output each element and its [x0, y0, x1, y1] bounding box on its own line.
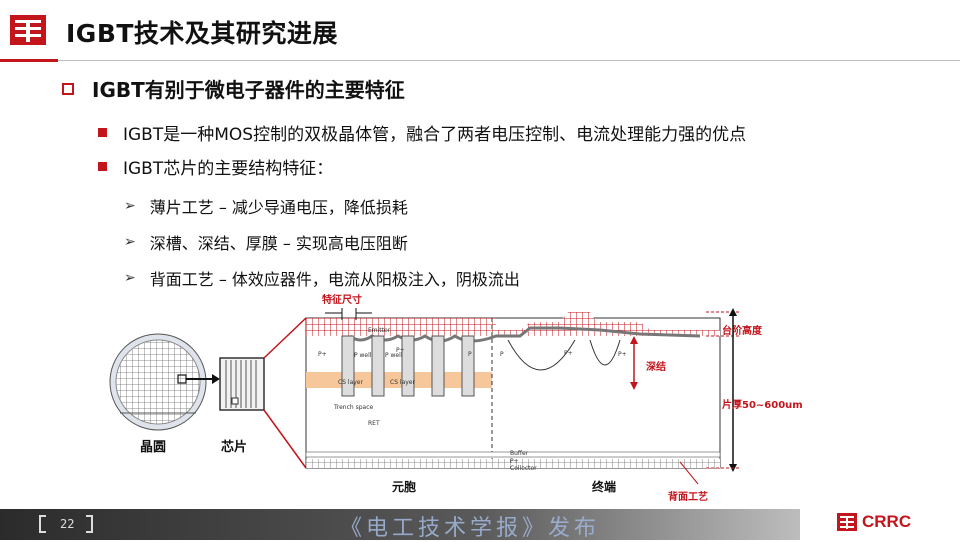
trench-space-label: Trench space — [333, 404, 374, 411]
header-divider — [0, 60, 960, 61]
sub-bullet-text: 背面工艺 – 体效应器件，电流从阳极注入，阴极流出 — [149, 270, 520, 289]
square-bullet-icon — [98, 128, 107, 137]
footer-bar — [0, 509, 800, 540]
section-heading: IGBT有别于微电子器件的主要特征 — [62, 74, 405, 103]
ret-label: RET — [368, 420, 380, 427]
zoom-line-bottom — [263, 409, 307, 469]
arrow-bullet-icon: ➢ — [124, 198, 136, 214]
bullet-text: IGBT芯片的主要结构特征： — [123, 159, 334, 179]
crrc-logo-icon — [8, 12, 48, 48]
chip-label: 芯片 — [221, 439, 247, 455]
backside-pointer — [679, 461, 699, 485]
page-title: IGBT技术及其研究进展 — [66, 19, 338, 48]
p-label: P — [500, 351, 504, 358]
bullet-item: IGBT是一种MOS控制的双极晶体管，融合了两者电压控制、电流处理能力强的优点 — [98, 120, 746, 145]
deep-junction-label: 深结 — [646, 360, 666, 373]
sub-bullet-item: ➢ 深槽、深结、厚膜 – 实现高电压阻断 — [124, 230, 408, 254]
sub-bullet-item: ➢ 背面工艺 – 体效应器件，电流从阳极注入，阴极流出 — [124, 266, 520, 290]
zoom-line-top — [263, 317, 307, 359]
section-heading-text: IGBT有别于微电子器件的主要特征 — [92, 78, 405, 102]
p-plus-label: P+ — [618, 351, 627, 358]
cross-section-outline — [305, 317, 721, 469]
bullet-item: IGBT芯片的主要结构特征： — [98, 154, 333, 179]
guard-ring — [589, 339, 621, 366]
arrow-bullet-icon: ➢ — [124, 234, 136, 250]
guard-ring — [507, 339, 576, 371]
buffer-layer — [305, 451, 721, 458]
collector-label: Collector — [510, 465, 537, 472]
backside-label: 背面工艺 — [668, 490, 708, 503]
step-height-label: 台阶高度 — [722, 324, 763, 337]
p-plus-label: P+ — [564, 350, 573, 357]
hollow-square-bullet-icon — [62, 82, 74, 95]
p-plus-label: P+ — [318, 351, 327, 358]
wafer-image — [109, 333, 207, 431]
trench — [371, 335, 385, 397]
cs-layer-label: CS layer — [390, 379, 415, 386]
cell-region-label: 元胞 — [392, 479, 416, 494]
igbt-structure-diagram: 晶圆 芯片 Emitter P well P well CS layer CS … — [109, 293, 803, 503]
bullet-text: IGBT是一种MOS控制的双极晶体管，融合了两者电压控制、电流处理能力强的优点 — [123, 125, 747, 145]
top-metal-cell — [306, 318, 496, 336]
trench — [341, 335, 355, 397]
sub-bullet-item: ➢ 薄片工艺 – 减少导通电压，降低损耗 — [124, 194, 408, 218]
trench — [461, 335, 475, 397]
header-divider-accent — [0, 59, 58, 62]
feature-size-label: 特征尺寸 — [322, 293, 362, 306]
top-metal-termination — [496, 312, 720, 336]
cs-layer-label: CS layer — [338, 379, 363, 386]
watermark-text: 《电工技术学报》发布 — [340, 516, 601, 541]
page-number-brackets — [39, 515, 93, 533]
wafer-label: 晶圆 — [140, 440, 166, 455]
termination-region-label: 终端 — [592, 479, 616, 494]
emitter-label: Emitter — [368, 327, 391, 334]
crrc-brand-text: CRRC — [862, 512, 912, 531]
p-plus-label: P+ — [396, 347, 405, 354]
p-well-label: P well — [354, 352, 372, 359]
trench — [401, 335, 415, 397]
collector-layer — [306, 459, 720, 468]
back-p-plus-label: P+ — [510, 458, 519, 465]
thickness-label: 片厚50~600um — [722, 398, 803, 411]
arrow-bullet-icon: ➢ — [124, 270, 136, 286]
square-bullet-icon — [98, 162, 107, 171]
sub-bullet-text: 薄片工艺 – 减少导通电压，降低损耗 — [149, 198, 408, 217]
crrc-footer-logo: CRRC — [836, 512, 911, 532]
header: IGBT技术及其研究进展 — [0, 0, 960, 64]
page-number: 22 — [60, 517, 75, 531]
chip-image — [219, 357, 265, 411]
trench — [431, 335, 445, 397]
p-label: P — [468, 351, 472, 358]
sub-bullet-text: 深槽、深结、厚膜 – 实现高电压阻断 — [149, 234, 408, 253]
p-well-label: P well — [385, 352, 403, 359]
crrc-mark-icon — [837, 513, 857, 531]
buffer-label: Buffer — [510, 450, 529, 457]
